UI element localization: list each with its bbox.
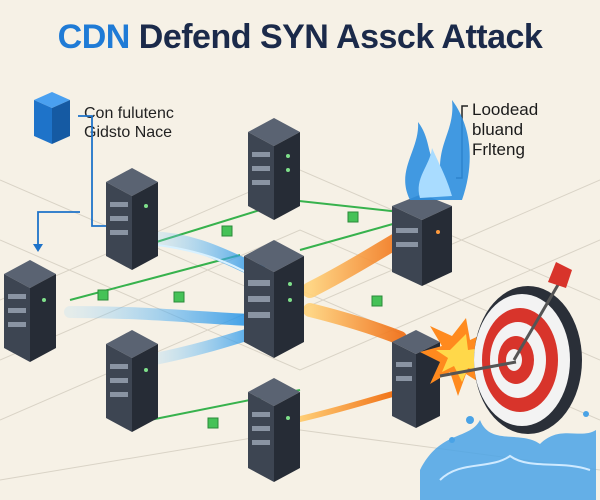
- link-nodes: [97, 211, 383, 429]
- legend-left-line2: Gidsto Nace: [84, 124, 173, 141]
- arrow-icon: [439, 262, 572, 378]
- server-burning: [392, 194, 452, 286]
- server-top: [248, 118, 300, 220]
- legend-left-line1: Con fulutenc: [84, 105, 174, 122]
- server-attacked: [392, 330, 440, 428]
- water-splash-icon: [420, 411, 596, 500]
- server-center: [244, 240, 304, 358]
- server-upper-left: [106, 168, 158, 270]
- server-bottom: [248, 378, 300, 482]
- title-cdn: CDN: [57, 18, 131, 56]
- server-lower-left: [106, 330, 158, 432]
- attack-flows: [293, 228, 413, 423]
- legend-left-arrow: [78, 115, 114, 227]
- legend-right-line2: bluand: [472, 120, 524, 139]
- legend-right-line1: Loodead: [472, 100, 539, 119]
- target-icon: [474, 286, 582, 434]
- legend-left: Con fulutenc Gidsto Nace: [84, 104, 174, 142]
- legend-left-arrow-2: [37, 211, 80, 246]
- server-left: [4, 260, 56, 362]
- page-title: CDN Defend SYN Assck Attack: [0, 18, 600, 57]
- title-main: Defend SYN Assck Attack: [138, 18, 543, 56]
- legend-right-line3: Frlteng: [472, 140, 525, 159]
- servers: [4, 118, 452, 482]
- legend-right: Loodead bluand Frlteng: [472, 100, 538, 160]
- cube-icon: [34, 92, 70, 144]
- flame-icon: [405, 100, 470, 200]
